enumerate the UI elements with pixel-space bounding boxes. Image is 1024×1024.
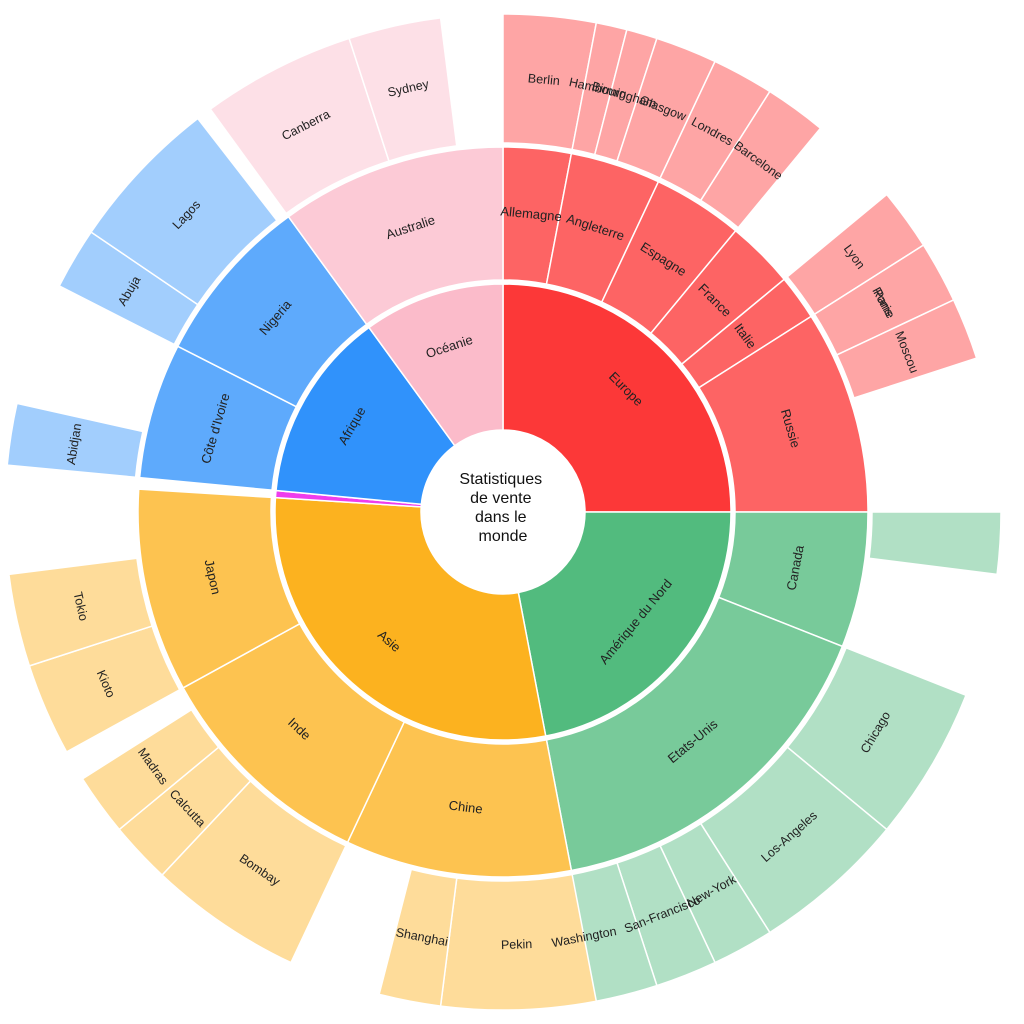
city-label: Pekin bbox=[501, 937, 533, 952]
chart-title-line: Statistiques bbox=[459, 471, 542, 488]
continent-segment bbox=[502, 283, 732, 513]
continent-segment bbox=[517, 511, 732, 737]
city-segment bbox=[348, 17, 458, 163]
country-segment bbox=[545, 596, 844, 872]
city-segment bbox=[868, 511, 1002, 576]
city-label: Berlin bbox=[527, 71, 560, 88]
chart-title-line: de vente bbox=[470, 490, 531, 507]
city-segment bbox=[6, 402, 144, 479]
city-segment bbox=[90, 117, 278, 306]
chart-title-line: dans le bbox=[475, 509, 527, 526]
center-hole bbox=[423, 432, 583, 592]
country-segment bbox=[287, 146, 504, 326]
sunburst-segments bbox=[6, 13, 1002, 1011]
city-segment bbox=[835, 298, 978, 399]
continent-segment bbox=[274, 496, 547, 741]
city-segment bbox=[8, 557, 154, 667]
chart-title-line: monde bbox=[479, 528, 528, 545]
city-segment bbox=[378, 868, 458, 1007]
continent-segment bbox=[367, 283, 504, 447]
country-label: Allemagne bbox=[500, 203, 563, 224]
country-label: Chine bbox=[448, 798, 484, 817]
country-segment bbox=[137, 488, 301, 689]
city-label: Abidjan bbox=[64, 422, 84, 465]
city-segment bbox=[81, 708, 220, 831]
city-label: Tokio bbox=[71, 591, 91, 623]
city-segment bbox=[699, 90, 822, 229]
continent-segment bbox=[275, 326, 456, 506]
chart-title: Statistiques de vente dans le monde bbox=[459, 471, 546, 545]
